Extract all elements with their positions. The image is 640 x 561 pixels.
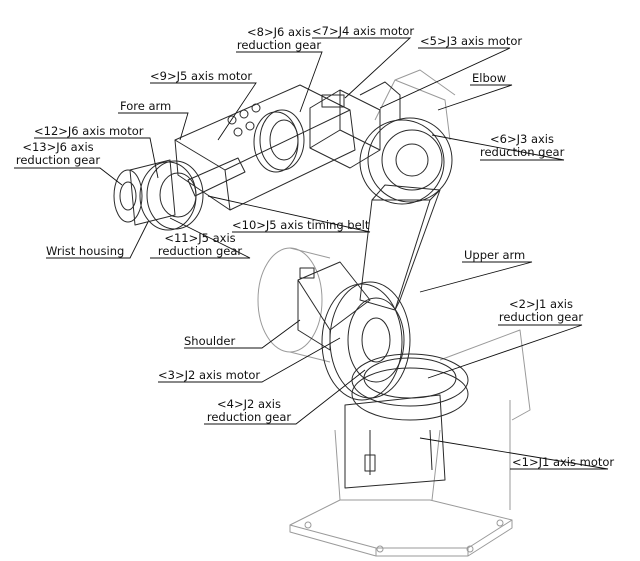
label-j6-reduction-gear-13-line2: reduction gear [15, 153, 101, 167]
label-elbow: Elbow [472, 72, 506, 85]
label-shoulder-text: Shoulder [184, 334, 236, 348]
label-shoulder: Shoulder [184, 335, 235, 348]
label-j5-axis-motor-text: <9>J5 axis motor [150, 69, 253, 83]
label-j3-axis-motor: <5>J3 axis motor [420, 35, 522, 48]
label-elbow-text: Elbow [472, 71, 507, 85]
label-fore-arm-text: Fore arm [120, 99, 172, 113]
label-j4-axis-motor-text: <7>J4 axis motor [312, 24, 415, 38]
label-j3-axis-motor-text: <5>J3 axis motor [420, 34, 523, 48]
label-j5-reduction-gear-line2: reduction gear [157, 244, 243, 258]
label-j1-reduction-gear-line2: reduction gear [498, 310, 584, 324]
label-j3-reduction-gear-line1: <6>J3 axis [490, 132, 554, 146]
label-j6-reduction-gear: <8>J6 axis reduction gear [236, 26, 322, 52]
base [289, 329, 531, 557]
j6-motor-shape [113, 159, 176, 226]
label-j6-reduction-gear-13-line1: <13>J6 axis [22, 140, 94, 154]
j5-timing-belt-shape [187, 157, 246, 197]
label-j3-reduction-gear-line2: reduction gear [480, 145, 565, 159]
label-j6-reduction-gear-13: <13>J6 axis reduction gear [14, 141, 102, 167]
label-j5-reduction-gear-line1: <11>J5 axis [164, 231, 236, 245]
label-j5-reduction-gear: <11>J5 axis reduction gear [150, 232, 250, 258]
label-j2-reduction-gear-line2: reduction gear [206, 410, 292, 424]
label-j2-axis-motor-text: <3>J2 axis motor [158, 368, 261, 382]
label-fore-arm: Fore arm [120, 100, 171, 113]
label-j6-axis-motor-text: <12>J6 axis motor [34, 124, 144, 138]
label-upper-arm: Upper arm [464, 249, 525, 262]
j1-reduction-gear-shape [351, 353, 469, 421]
label-j5-timing-belt: <10>J5 axis timing belt [232, 219, 369, 232]
label-upper-arm-text: Upper arm [464, 248, 526, 262]
label-j2-reduction-gear: <4>J2 axis reduction gear [204, 398, 294, 424]
label-j2-reduction-gear-line1: <4>J2 axis [217, 397, 281, 411]
label-j5-timing-belt-text: <10>J5 axis timing belt [232, 218, 370, 232]
fore-arm-shape [174, 84, 356, 211]
label-j3-reduction-gear: <6>J3 axis reduction gear [480, 133, 564, 159]
label-j6-reduction-gear-line2: reduction gear [236, 38, 322, 52]
label-j5-axis-motor: <9>J5 axis motor [150, 70, 252, 83]
label-j6-reduction-gear-line1: <8>J6 axis [247, 25, 311, 39]
label-j6-axis-motor: <12>J6 axis motor [34, 125, 143, 138]
label-j2-axis-motor: <3>J2 axis motor [158, 369, 260, 382]
shoulder-shape [257, 247, 331, 363]
j3-j4-motors-shape [309, 81, 401, 169]
label-j1-reduction-gear-line1: <2>J1 axis [509, 297, 573, 311]
label-wrist-housing-text: Wrist housing [46, 244, 125, 258]
label-j1-reduction-gear: <2>J1 axis reduction gear [498, 298, 584, 324]
label-j1-axis-motor: <1>J1 axis motor [512, 456, 614, 469]
j1-motor-shape [344, 394, 446, 489]
label-j4-axis-motor: <7>J4 axis motor [312, 25, 414, 38]
label-wrist-housing: Wrist housing [46, 245, 124, 258]
leader-lines [14, 37, 609, 470]
j6-reduction-gear-shape [253, 109, 305, 173]
j3-reduction-gear-shape [359, 117, 453, 205]
label-j1-axis-motor-text: <1>J1 axis motor [512, 455, 615, 469]
wrist-housing-shape [139, 160, 204, 231]
